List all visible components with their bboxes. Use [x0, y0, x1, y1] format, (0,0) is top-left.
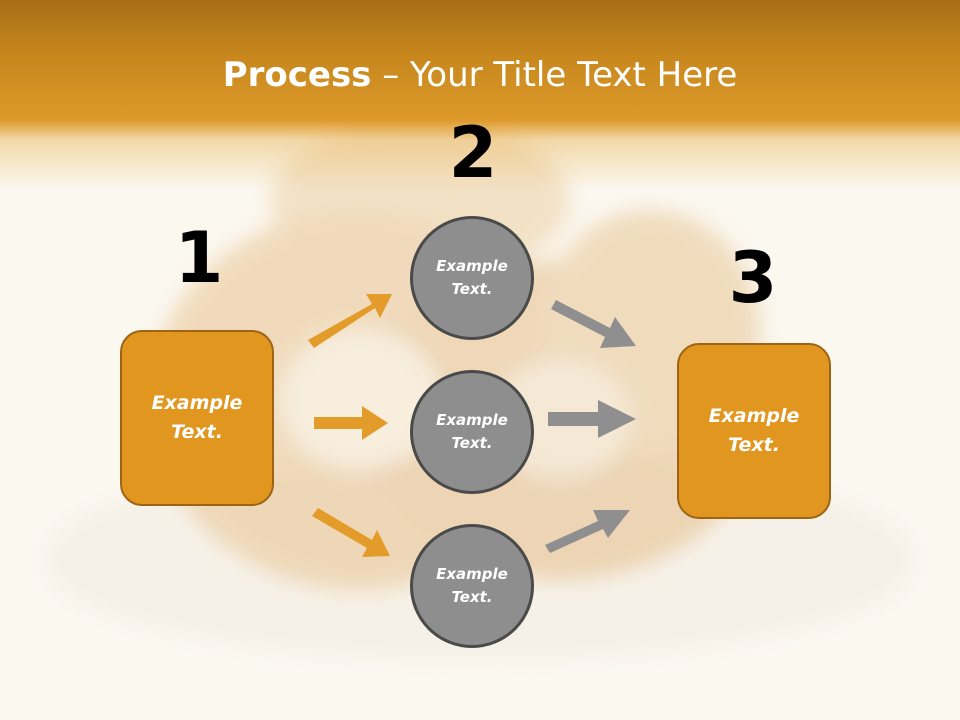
- step-2-circle-middle: Example Text.: [410, 370, 534, 494]
- step-3-box: Example Text.: [677, 343, 831, 519]
- arrow-down-right-gray: [551, 300, 636, 348]
- step-1-text: Example Text.: [151, 392, 243, 443]
- step-2-circle-top: Example Text.: [410, 216, 534, 340]
- header-band: [0, 0, 960, 190]
- arrow-down-right-orange: [312, 508, 390, 557]
- circle-middle-text: Example Text.: [436, 411, 508, 452]
- step-number-2: 2: [448, 112, 498, 194]
- step-1-box: Example Text.: [120, 330, 274, 506]
- slide-title: Process – Your Title Text Here: [0, 52, 960, 98]
- arrow-up-right-gray: [545, 510, 630, 553]
- step-3-text: Example Text.: [708, 405, 800, 456]
- arrow-up-right-orange: [308, 294, 392, 348]
- step-number-1: 1: [174, 217, 224, 299]
- circle-bottom-text: Example Text.: [436, 565, 508, 606]
- step-number-3: 3: [728, 237, 778, 319]
- arrow-right-gray: [548, 400, 636, 438]
- title-rest: – Your Title Text Here: [371, 55, 738, 95]
- step-2-circle-bottom: Example Text.: [410, 524, 534, 648]
- title-bold: Process: [222, 55, 372, 95]
- arrow-right-orange: [314, 406, 388, 440]
- circle-top-text: Example Text.: [436, 257, 508, 298]
